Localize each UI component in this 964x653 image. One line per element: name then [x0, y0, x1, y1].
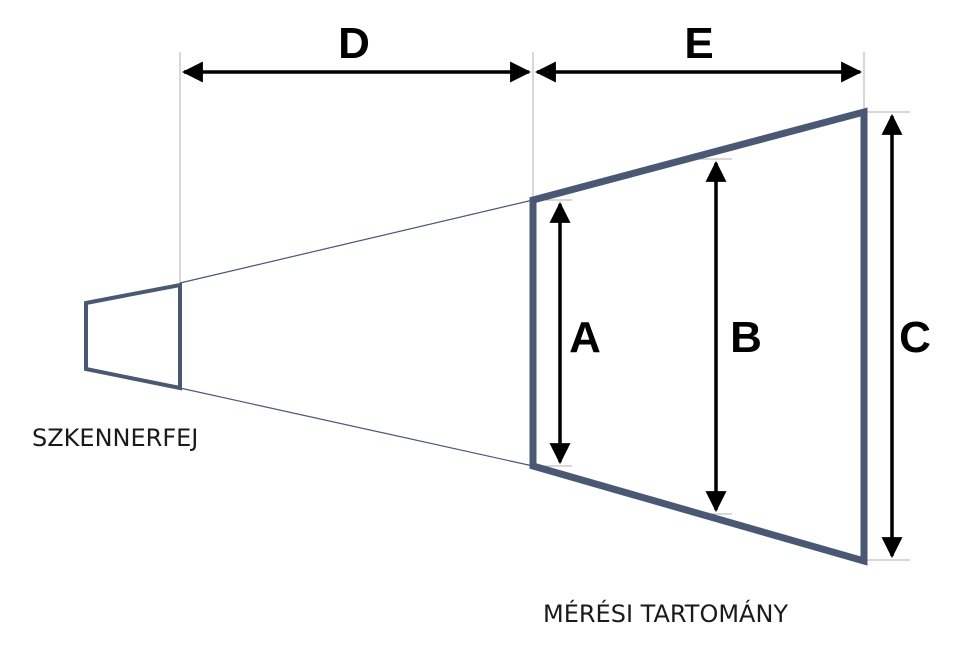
- label-a: A: [569, 313, 601, 362]
- caption-scanner-head: SZKENNERFEJ: [32, 424, 198, 452]
- projection-line-top: [179, 199, 534, 284]
- caption-measuring-range: MÉRÉSI TARTOMÁNY: [543, 599, 788, 628]
- measuring-range-shape: [529, 107, 868, 566]
- scanner-head-shape: [84, 282, 182, 391]
- label-e: E: [684, 19, 713, 68]
- label-d: D: [338, 19, 370, 68]
- label-b: B: [730, 313, 762, 362]
- projection-line-bottom: [179, 387, 534, 467]
- label-c: C: [899, 313, 931, 362]
